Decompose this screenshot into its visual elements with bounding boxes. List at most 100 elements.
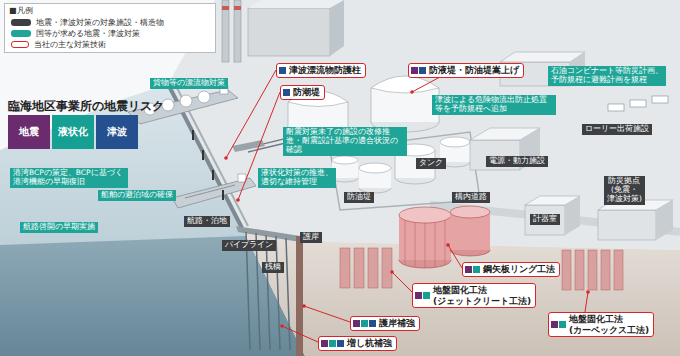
facility-label: 電源・動力施設 (486, 156, 548, 167)
node-text: 石油コンビナート等防災計画、予防規程に避難計画を規程 (551, 67, 663, 85)
countermeasure-label: 防液堤・防油堤嵩上げ (408, 63, 524, 78)
plant-building (248, 0, 344, 8)
sheet-pile-ring (450, 206, 490, 218)
node-text: 桟橋 (265, 263, 281, 272)
risk-box: 地震 (8, 115, 50, 149)
ground-improvement-column (340, 248, 350, 288)
risk-marker (321, 340, 328, 347)
text-group: 津波漂流物防護柱 (289, 65, 361, 76)
leader-line (586, 290, 590, 294)
leader-line (390, 270, 394, 274)
text-group: 防潮堤 (293, 87, 320, 98)
sheet-pile-ring (399, 207, 451, 223)
risk-markers (411, 67, 426, 74)
node-text: 計器室 (533, 215, 557, 224)
plant-building (234, 6, 241, 10)
storage-tank (440, 137, 470, 147)
building (565, 196, 580, 235)
requirement-label: 液状化対策の推進、適切な維持管理 (258, 168, 336, 188)
lorry (652, 96, 668, 103)
text-group: 増し杭補強 (347, 338, 392, 349)
risk-markers (415, 292, 430, 299)
node-text: 構内道路 (455, 193, 487, 202)
plant-building (222, 0, 229, 62)
text-group: 地震 (19, 126, 39, 138)
leader-line (392, 272, 412, 292)
sheet-pile-ring (399, 206, 490, 268)
risk-marker (415, 292, 422, 299)
node-text: 防災拠点 (免震・津波対策) (607, 177, 642, 204)
legend-item: 国等が求める地震・津波対策 (11, 29, 211, 38)
leader-line (280, 324, 284, 328)
pier-pile (276, 236, 280, 350)
text-group: 津波 (107, 126, 127, 138)
requirement-label: 港湾BCPの策定、BCPに基づく港湾機能の早期復旧 (10, 168, 128, 188)
leader-line (585, 292, 588, 312)
text-group: タンク (419, 159, 443, 168)
drift-guard-post (212, 170, 214, 180)
facility-label: 護岸 (300, 232, 322, 243)
legend-text: 当社の主な対策技術 (34, 40, 106, 49)
risk-marker (361, 320, 368, 327)
legend-swatch (11, 41, 29, 48)
storage-tank (359, 163, 391, 173)
ground-improvement-column (601, 250, 610, 290)
facility-label: 構内道路 (452, 192, 490, 203)
node-text: 地盤固化工法 (ジェットクリート工法) (433, 285, 531, 306)
text-group: 防液堤・防油堤嵩上げ (429, 65, 519, 76)
drift-guard-post (222, 190, 224, 200)
storage-tank (371, 88, 372, 122)
risk-marker (419, 67, 426, 74)
risk-marker (551, 321, 558, 328)
leader-line (412, 77, 440, 92)
leader-line (236, 198, 240, 202)
building (525, 205, 565, 235)
node-text: 地盤固化工法 (カーベックス工法) (569, 314, 649, 335)
requirement-label: 津波による危険物流出防止処置等を予防規程へ追加 (432, 95, 556, 115)
node-text: 鋼矢板リング工法 (483, 264, 555, 275)
requirement-label: 貨物等の漂流物対策 (150, 78, 228, 89)
building (656, 200, 673, 240)
diagram-title: 臨海地区事業所の地震リスク (8, 98, 164, 115)
text-group: 桟橋 (265, 263, 281, 272)
leader-line (302, 304, 306, 308)
facility-label: 防油堤 (344, 192, 374, 203)
legend-box: ■凡例地震・津波対策の対象施設・構造物国等が求める地震・津波対策当社の主な対策技… (4, 3, 216, 53)
risk-markers (321, 340, 344, 347)
countermeasure-label: 増し杭補強 (318, 336, 397, 351)
ship (185, 185, 235, 198)
leader-line (446, 243, 450, 247)
node-text: 防油堤 (347, 193, 371, 202)
ground (168, 0, 680, 250)
countermeasure-label: 鋼矢板リング工法 (462, 262, 560, 277)
plant-building (234, 0, 241, 62)
text-group: パイプライン (225, 241, 273, 250)
text-group: 船舶の避泊域の確保 (101, 191, 173, 200)
risk-markers (465, 266, 480, 273)
countermeasure-label: 地盤固化工法 (カーベックス工法) (548, 312, 654, 337)
text-group: 港湾BCPの策定、BCPに基づく港湾機能の早期復旧 (13, 169, 125, 187)
text-group: ローリー出荷施設 (585, 125, 649, 134)
plant-building (222, 6, 229, 10)
risk-marker (465, 266, 472, 273)
leader-line (224, 156, 228, 160)
leader-line (226, 70, 276, 158)
risk-marker (329, 340, 336, 347)
ground-improvement-column (614, 250, 623, 290)
text-group: 計器室 (533, 215, 557, 224)
text-group: 液状化対策の推進、適切な維持管理 (261, 169, 333, 187)
building (470, 128, 673, 240)
ship (172, 178, 256, 208)
text-group: 護岸 (303, 233, 319, 242)
plant-building (330, 0, 344, 56)
sheet-pile-ring (445, 215, 446, 265)
text-group: 石油コンビナート等防災計画、予防規程に避難計画を規程 (551, 67, 663, 85)
risk-markers (279, 67, 286, 74)
legend-text: 地震・津波対策の対象施設・構造物 (36, 18, 164, 27)
legend-swatch (11, 19, 31, 26)
drift-guard-post (193, 130, 223, 200)
risk-box: 液状化 (52, 115, 94, 149)
node-text: 地震 (19, 126, 39, 138)
leader-line (282, 326, 318, 342)
